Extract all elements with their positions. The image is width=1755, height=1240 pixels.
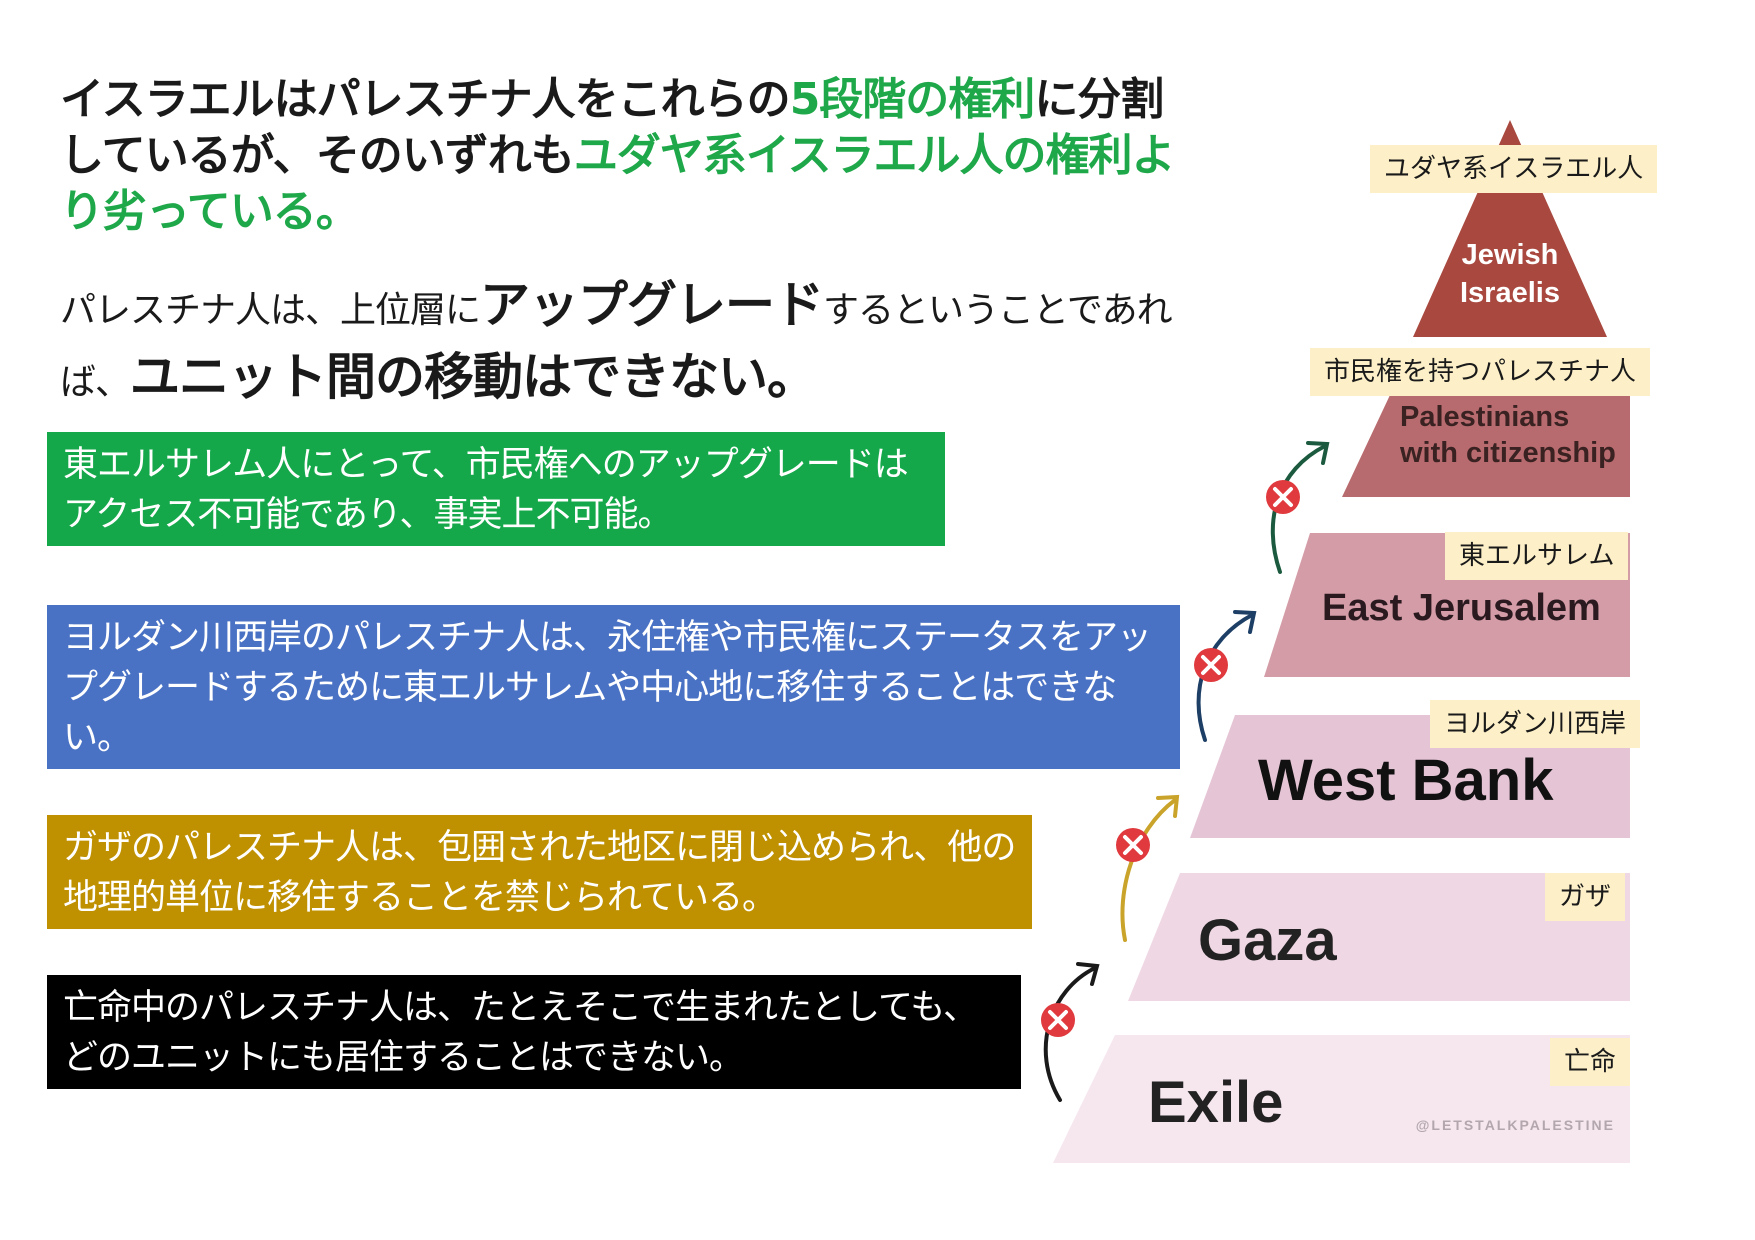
tier-jewish-israelis-label-2: Israelis bbox=[1460, 277, 1560, 309]
east-jerusalem-box: 東エルサレム人にとって、市民権へのアップグレードはアクセス不可能であり、事実上不… bbox=[47, 432, 945, 546]
tag-gaza: ガザ bbox=[1545, 873, 1626, 921]
watermark: @LETSTALKPALESTINE bbox=[1416, 1117, 1615, 1133]
subtext-1: パレスチナ人は、上位層に bbox=[60, 290, 481, 331]
subtext-big-1: アップグレード bbox=[480, 276, 824, 334]
west-bank-box: ヨルダン川西岸のパレスチナ人は、永住権や市民権にステータスをアップグレードするた… bbox=[47, 605, 1180, 769]
blocked-x-icon bbox=[1194, 648, 1228, 682]
blocked-x-icon bbox=[1266, 480, 1300, 514]
tag-exile: 亡命 bbox=[1550, 1038, 1631, 1086]
subtext-2: するということであれば、 bbox=[60, 290, 1173, 403]
tag-jewish-israelis: ユダヤ系イスラエル人 bbox=[1370, 145, 1658, 193]
tier-citizenship bbox=[1342, 395, 1630, 497]
tier-exile-label: Exile bbox=[1148, 1070, 1283, 1135]
tier-jewish-israelis-label-1: Jewish bbox=[1462, 239, 1559, 271]
tier-east-jerusalem-label: East Jerusalem bbox=[1322, 587, 1601, 629]
main-heading: イスラエルはパレスチナ人をこれらの5段階の権利に分割しているが、そのいずれもユダ… bbox=[60, 72, 1180, 240]
tier-west-bank-label: West Bank bbox=[1258, 748, 1554, 813]
tier-citizenship-label-2: with citizenship bbox=[1399, 437, 1616, 469]
tier-exile bbox=[1053, 1035, 1630, 1163]
tag-citizenship: 市民権を持つパレスチナ人 bbox=[1310, 348, 1651, 396]
tier-jewish-israelis bbox=[1413, 120, 1607, 337]
sub-heading: パレスチナ人は、上位層にアップグレードするということであれば、ユニット間の移動は… bbox=[60, 272, 1180, 416]
heading-highlight-2: ユダヤ系イスラエル人の権利より劣っている。 bbox=[60, 130, 1175, 237]
tier-gaza-label: Gaza bbox=[1198, 908, 1337, 973]
tag-east-jerusalem: 東エルサレム bbox=[1445, 532, 1629, 580]
blocked-arrow-gaza-to-westbank bbox=[1120, 794, 1180, 942]
blocked-x-icon bbox=[1116, 828, 1150, 862]
tier-citizenship-label-1: Palestinians bbox=[1400, 401, 1569, 433]
blocked-x-icon bbox=[1041, 1003, 1075, 1037]
heading-text-1: イスラエルはパレスチナ人をこれらの bbox=[60, 74, 791, 125]
subtext-big-2: ユニット間の移動はできない。 bbox=[130, 348, 817, 406]
tag-west-bank: ヨルダン川西岸 bbox=[1430, 700, 1641, 748]
heading-highlight-1: 5段階の権利 bbox=[789, 74, 1036, 125]
tier-gaza bbox=[1128, 873, 1630, 1001]
exile-box: 亡命中のパレスチナ人は、たとえそこで生まれたとしても、どのユニットにも居住するこ… bbox=[47, 975, 1021, 1089]
heading-text-2: に分割しているが、そのいずれも bbox=[60, 74, 1164, 181]
gaza-box: ガザのパレスチナ人は、包囲された地区に閉じ込められ、他の地理的単位に移住すること… bbox=[47, 815, 1032, 929]
